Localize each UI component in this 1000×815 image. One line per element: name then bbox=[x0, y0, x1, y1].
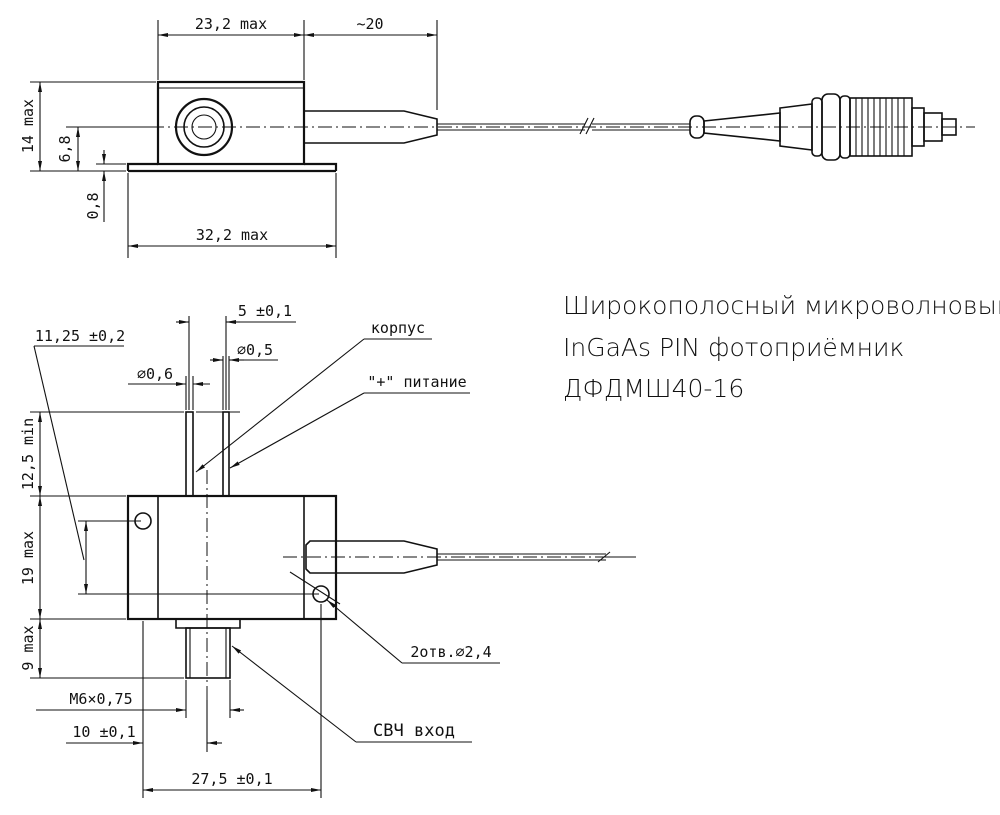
title-block: Широкополосный микроволновый InGaAs PIN … bbox=[563, 291, 1000, 403]
title-line-2: InGaAs PIN фотоприёмник bbox=[563, 333, 904, 362]
dim-connector-offset: 10 ±0,1 bbox=[72, 723, 135, 741]
dim-base-thickness: 0,8 bbox=[84, 192, 102, 219]
dim-connector-height: 9 max bbox=[19, 625, 37, 670]
dim-top-height: 14 max bbox=[19, 99, 37, 153]
dim-fiber-length: ~20 bbox=[356, 15, 383, 33]
title-line-1: Широкополосный микроволновый bbox=[563, 291, 1000, 320]
top-view: 23,2 max ~20 14 max 6,8 0,8 32,2 max bbox=[19, 15, 975, 258]
rf-connector-icon bbox=[185, 627, 231, 679]
title-line-3: ДФДМШ40-16 bbox=[563, 374, 744, 403]
front-fiber-boot bbox=[305, 540, 438, 574]
label-power: "+" питание bbox=[367, 373, 466, 391]
dim-body-height: 19 max bbox=[19, 531, 37, 585]
dim-top-body-width: 23,2 max bbox=[195, 15, 267, 33]
pin-case bbox=[185, 411, 194, 497]
label-rf-input: СВЧ вход bbox=[373, 721, 455, 741]
dim-axis-height: 6,8 bbox=[56, 135, 74, 162]
dim-pin-length: 12,5 min bbox=[19, 418, 37, 490]
dim-pin-dia-left: ⌀0,6 bbox=[137, 365, 173, 383]
dim-base-width: 32,2 max bbox=[196, 226, 268, 244]
label-case: корпус bbox=[371, 319, 425, 337]
top-base bbox=[126, 162, 338, 171]
dim-hole-offset: 11,25 ±0,2 bbox=[35, 327, 125, 345]
label-holes: 2отв.⌀2,4 bbox=[410, 643, 491, 661]
dim-pin-spacing: 5 ±0,1 bbox=[238, 302, 292, 320]
dim-pin-dia-right: ⌀0,5 bbox=[237, 341, 273, 359]
rf-connector-flange bbox=[175, 619, 241, 629]
top-body bbox=[156, 80, 306, 166]
dim-thread: M6×0,75 bbox=[69, 690, 132, 708]
front-view: 5 ±0,1 ⌀0,5 ⌀0,6 12,5 min 19 max 9 max bbox=[19, 302, 636, 798]
dim-hole-spacing: 27,5 ±0,1 bbox=[191, 770, 272, 788]
fiber-boot bbox=[304, 110, 438, 144]
pin-power bbox=[222, 411, 230, 497]
